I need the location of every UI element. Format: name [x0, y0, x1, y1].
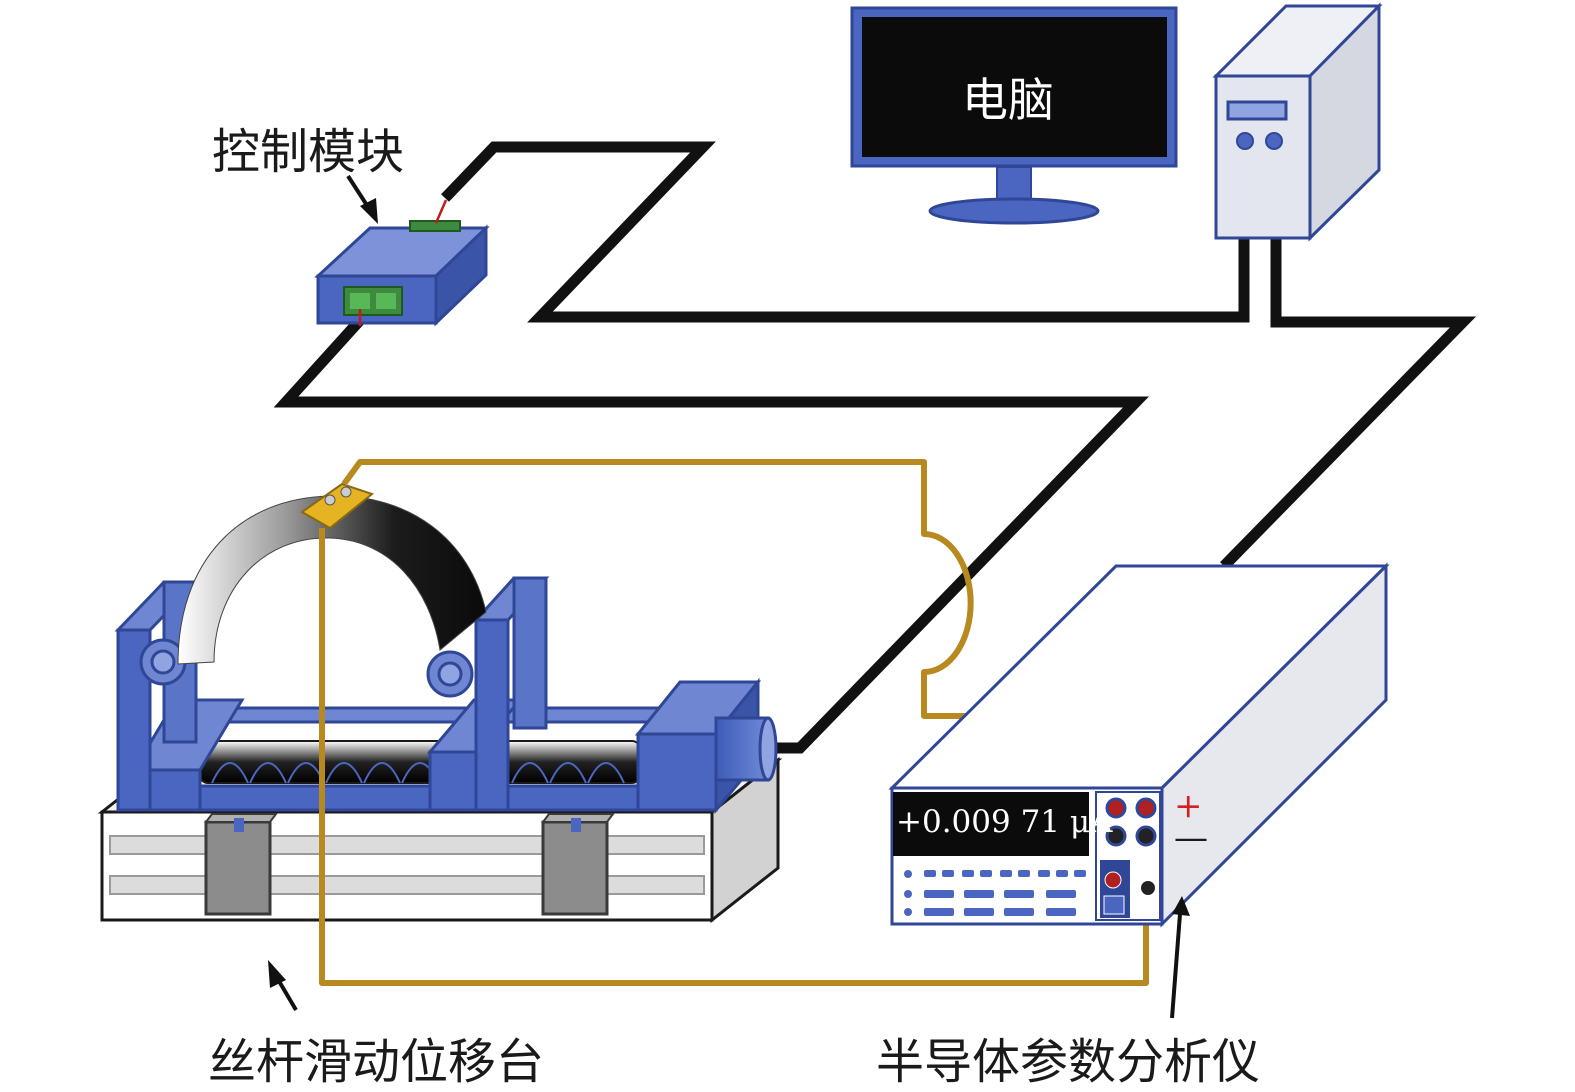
analyzer-label: 半导体参数分析仪: [876, 1034, 1261, 1090]
arrow-to-analyzer: [1170, 896, 1190, 1019]
control-module-icon: [314, 199, 490, 327]
terminal-red-1[interactable]: [1105, 797, 1127, 819]
stage-label: 丝杆滑动位移台: [208, 1034, 545, 1090]
screw-threads: [211, 762, 625, 784]
computer-label: 电脑: [962, 73, 1054, 127]
analyzer-display: [893, 792, 1089, 856]
cable-module-to-computer: [441, 140, 1250, 323]
pointer-arrows: [268, 174, 1190, 1019]
semiconductor-analyzer-icon: [888, 562, 1390, 928]
computer-monitor-icon: [850, 6, 1178, 225]
terminal-red-2[interactable]: [1135, 797, 1157, 819]
analyzer-reading: +0.009 71 μA: [896, 804, 1113, 840]
minus-terminal-label: —: [1174, 818, 1208, 858]
flexible-sample-icon: [177, 482, 487, 665]
plus-terminal-label: +: [1174, 786, 1203, 826]
wire-sample-to-plus: [341, 459, 1149, 806]
arrow-to-control-module: [346, 174, 378, 224]
pc-tower-icon: [1212, 2, 1383, 242]
analyzer-keypad[interactable]: [904, 870, 1086, 916]
lead-screw-stage-icon: [97, 576, 783, 924]
electrode-clip: [300, 482, 375, 530]
terminal-black-1[interactable]: [1105, 825, 1127, 847]
control-module-label: 控制模块: [212, 124, 405, 180]
cable-module-to-motor: [273, 314, 1150, 754]
terminal-black-2[interactable]: [1135, 825, 1157, 847]
arrow-to-stage: [268, 960, 298, 1012]
